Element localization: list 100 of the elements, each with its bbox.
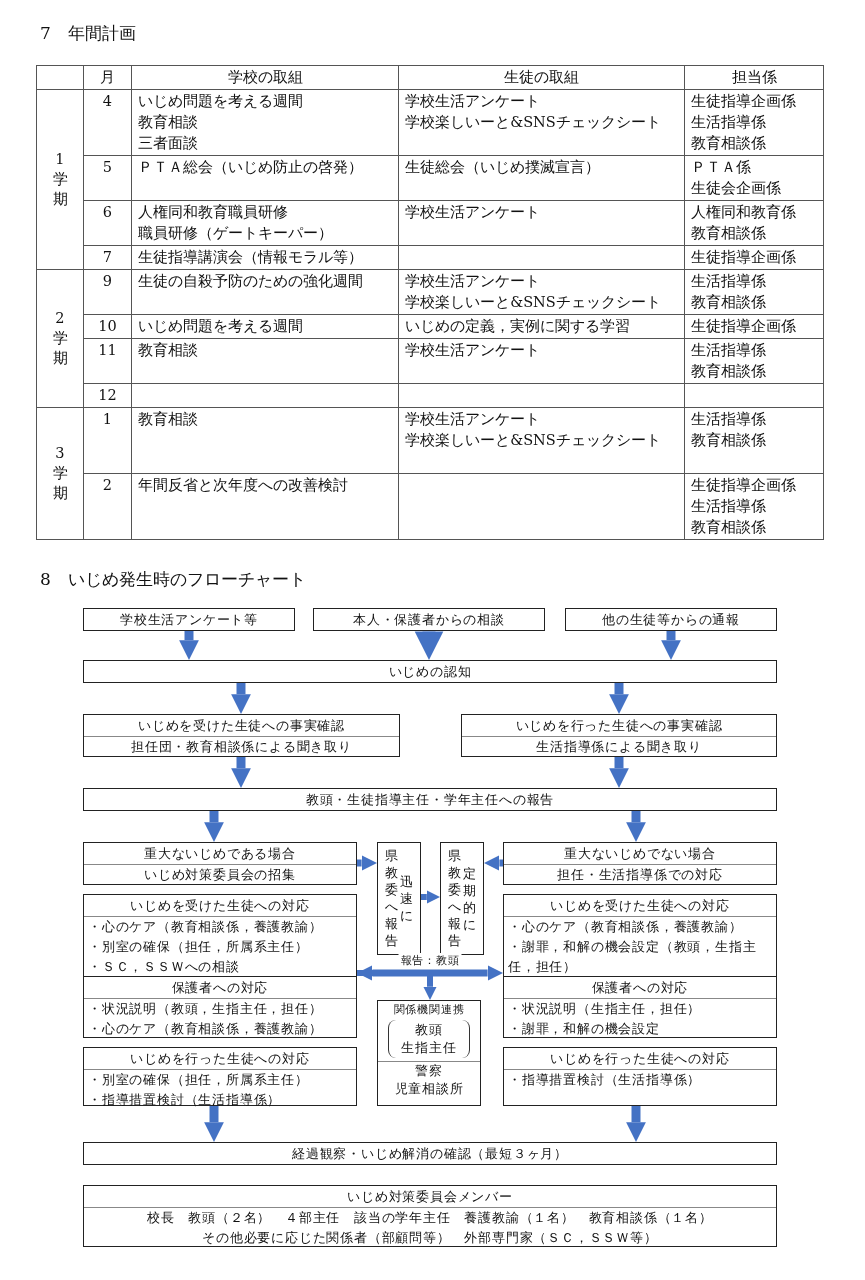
process-box xyxy=(83,788,777,811)
process-box xyxy=(83,1142,777,1165)
staff-role: 生活指導係 xyxy=(691,113,768,132)
student-activity: 学校生活アンケート xyxy=(405,341,542,360)
process-box xyxy=(83,1185,777,1247)
process-box xyxy=(83,976,357,1038)
process-box xyxy=(313,608,545,631)
column-header: 生徒の取組 xyxy=(503,68,581,87)
box-heading: 保護者への対応 xyxy=(504,977,776,999)
box-text: いじめの認知 xyxy=(387,662,473,681)
staff-role: 教育相談係 xyxy=(691,518,768,537)
student-activity: 学校生活アンケート xyxy=(405,410,542,429)
block-arrow xyxy=(179,631,199,660)
report-box xyxy=(377,842,421,955)
block-arrow xyxy=(357,855,377,871)
column-header: 学校の取組 xyxy=(226,68,304,87)
box-text: 校長 教頭（２名） ４部主任 該当の学年主任 養護教諭（１名） 教育相談係（１名） xyxy=(146,1209,714,1227)
block-arrow xyxy=(484,855,503,871)
staff-role: 生徒会企画係 xyxy=(691,179,783,198)
block-arrow xyxy=(661,631,681,660)
report-box xyxy=(440,842,484,955)
list-item: ・謝罪，和解の機会設定（教頭，生指主任，担任） xyxy=(507,938,758,976)
month-number: 9 xyxy=(101,272,114,291)
student-activity: 学校楽しいーと&SNSチェックシート xyxy=(405,113,662,132)
box-heading: いじめを受けた生徒への対応 xyxy=(84,895,356,917)
month-number: 12 xyxy=(97,386,118,405)
block-arrow xyxy=(231,757,251,788)
block-arrow xyxy=(609,757,629,788)
staff-role: 人権同和教育係 xyxy=(691,203,798,222)
list-item: ・謝罪，和解の機会設定 xyxy=(507,1020,661,1038)
list-item: ・心のケア（教育相談係，養護教諭） xyxy=(87,1020,324,1038)
block-arrow xyxy=(626,811,646,842)
list-item: ・指導措置検討（生活指導係） xyxy=(87,1091,283,1109)
school-activity: 人権同和教育職員研修 xyxy=(138,203,289,222)
process-box xyxy=(503,842,777,885)
school-activity: 教育相談 xyxy=(138,341,199,360)
staff-role: 教育相談係 xyxy=(691,431,768,450)
box-text: 教頭 xyxy=(414,1021,444,1039)
staff-role: ＰＴＡ係 xyxy=(691,158,753,177)
school-activity: 職員研修（ゲートキーパー） xyxy=(138,224,334,243)
box-heading: いじめを行った生徒への事実確認 xyxy=(462,715,776,737)
staff-role: 生徒指導企画係 xyxy=(691,317,798,336)
student-activity: いじめの定義，実例に関する学習 xyxy=(405,317,632,336)
list-item: ・別室の確保（担任，所属系主任） xyxy=(87,938,310,956)
process-box xyxy=(503,894,777,977)
student-activity: 学校生活アンケート xyxy=(405,272,542,291)
list-item: ・状況説明（教頭，生指主任，担任） xyxy=(87,1000,324,1018)
staff-role: 生活指導係 xyxy=(691,272,768,291)
term-label: 3学期 xyxy=(52,444,68,503)
box-text: 担任団・教育相談係による聞き取り xyxy=(130,738,353,756)
student-activity: 学校生活アンケート xyxy=(405,203,542,222)
vertical-text: 迅速に xyxy=(400,873,413,924)
student-activity: 学校楽しいーと&SNSチェックシート xyxy=(405,293,662,312)
list-item: ・別室の確保（担任，所属系主任） xyxy=(87,1071,310,1089)
block-arrow xyxy=(421,890,440,904)
process-box xyxy=(503,976,777,1038)
school-activity: 教育相談 xyxy=(138,113,199,132)
month-number: 11 xyxy=(97,341,118,360)
vertical-text: 定期的に xyxy=(463,864,476,933)
school-activity: 生徒指導講演会（情報モラル等） xyxy=(138,248,364,267)
block-arrow xyxy=(414,631,444,660)
staff-role: 生徒指導企画係 xyxy=(691,476,798,495)
list-item: ・心のケア（教育相談係，養護教諭） xyxy=(507,918,744,936)
process-box xyxy=(503,1047,777,1106)
box-text: 教頭・生徒指導主任・学年主任への報告 xyxy=(304,790,556,809)
staff-role: 生活指導係 xyxy=(691,497,768,516)
box-text: 生活指導係による聞き取り xyxy=(535,738,703,756)
month-number: 1 xyxy=(101,410,114,429)
box-text: 児童相談所 xyxy=(393,1080,465,1098)
staff-role: 生徒指導企画係 xyxy=(691,248,798,267)
staff-role: 生活指導係 xyxy=(691,410,768,429)
box-text: 本人・保護者からの相談 xyxy=(352,610,506,629)
list-item: ・指導措置検討（生活指導係） xyxy=(507,1071,703,1089)
block-arrow xyxy=(626,1106,646,1142)
month-number: 5 xyxy=(101,158,114,177)
vertical-text: 県教委へ報告 xyxy=(385,847,398,950)
list-item: ・心のケア（教育相談係，養護教諭） xyxy=(87,918,324,936)
column-header: 月 xyxy=(98,68,116,87)
box-heading: いじめを受けた生徒への対応 xyxy=(504,895,776,917)
list-item: ・状況説明（生指主任，担任） xyxy=(507,1000,703,1018)
box-heading: いじめを受けた生徒への事実確認 xyxy=(84,715,399,737)
process-box xyxy=(377,1000,481,1106)
box-text: 経過観察・いじめ解消の確認（最短３ヶ月） xyxy=(291,1144,569,1163)
school-activity: いじめ問題を考える週間 xyxy=(138,92,304,111)
block-arrow xyxy=(609,683,629,714)
month-number: 6 xyxy=(101,203,114,222)
section-heading: 8 いじめ発生時のフローチャート xyxy=(40,568,306,591)
process-box xyxy=(83,714,400,757)
term-label: 1学期 xyxy=(52,150,68,209)
box-heading: 保護者への対応 xyxy=(84,977,356,999)
process-box xyxy=(83,608,295,631)
process-box xyxy=(565,608,777,631)
box-text: いじめ対策委員会の招集 xyxy=(143,866,297,884)
box-text: 他の生徒等からの通報 xyxy=(601,610,741,629)
student-activity: 生徒総会（いじめ撲滅宣言） xyxy=(405,158,602,177)
column-header: 担当係 xyxy=(730,68,778,87)
staff-role: 教育相談係 xyxy=(691,134,768,153)
school-activity: ＰＴＡ総会（いじめ防止の啓発） xyxy=(138,158,364,177)
box-heading: いじめ対策委員会メンバー xyxy=(84,1186,776,1208)
block-arrow xyxy=(357,970,437,1000)
